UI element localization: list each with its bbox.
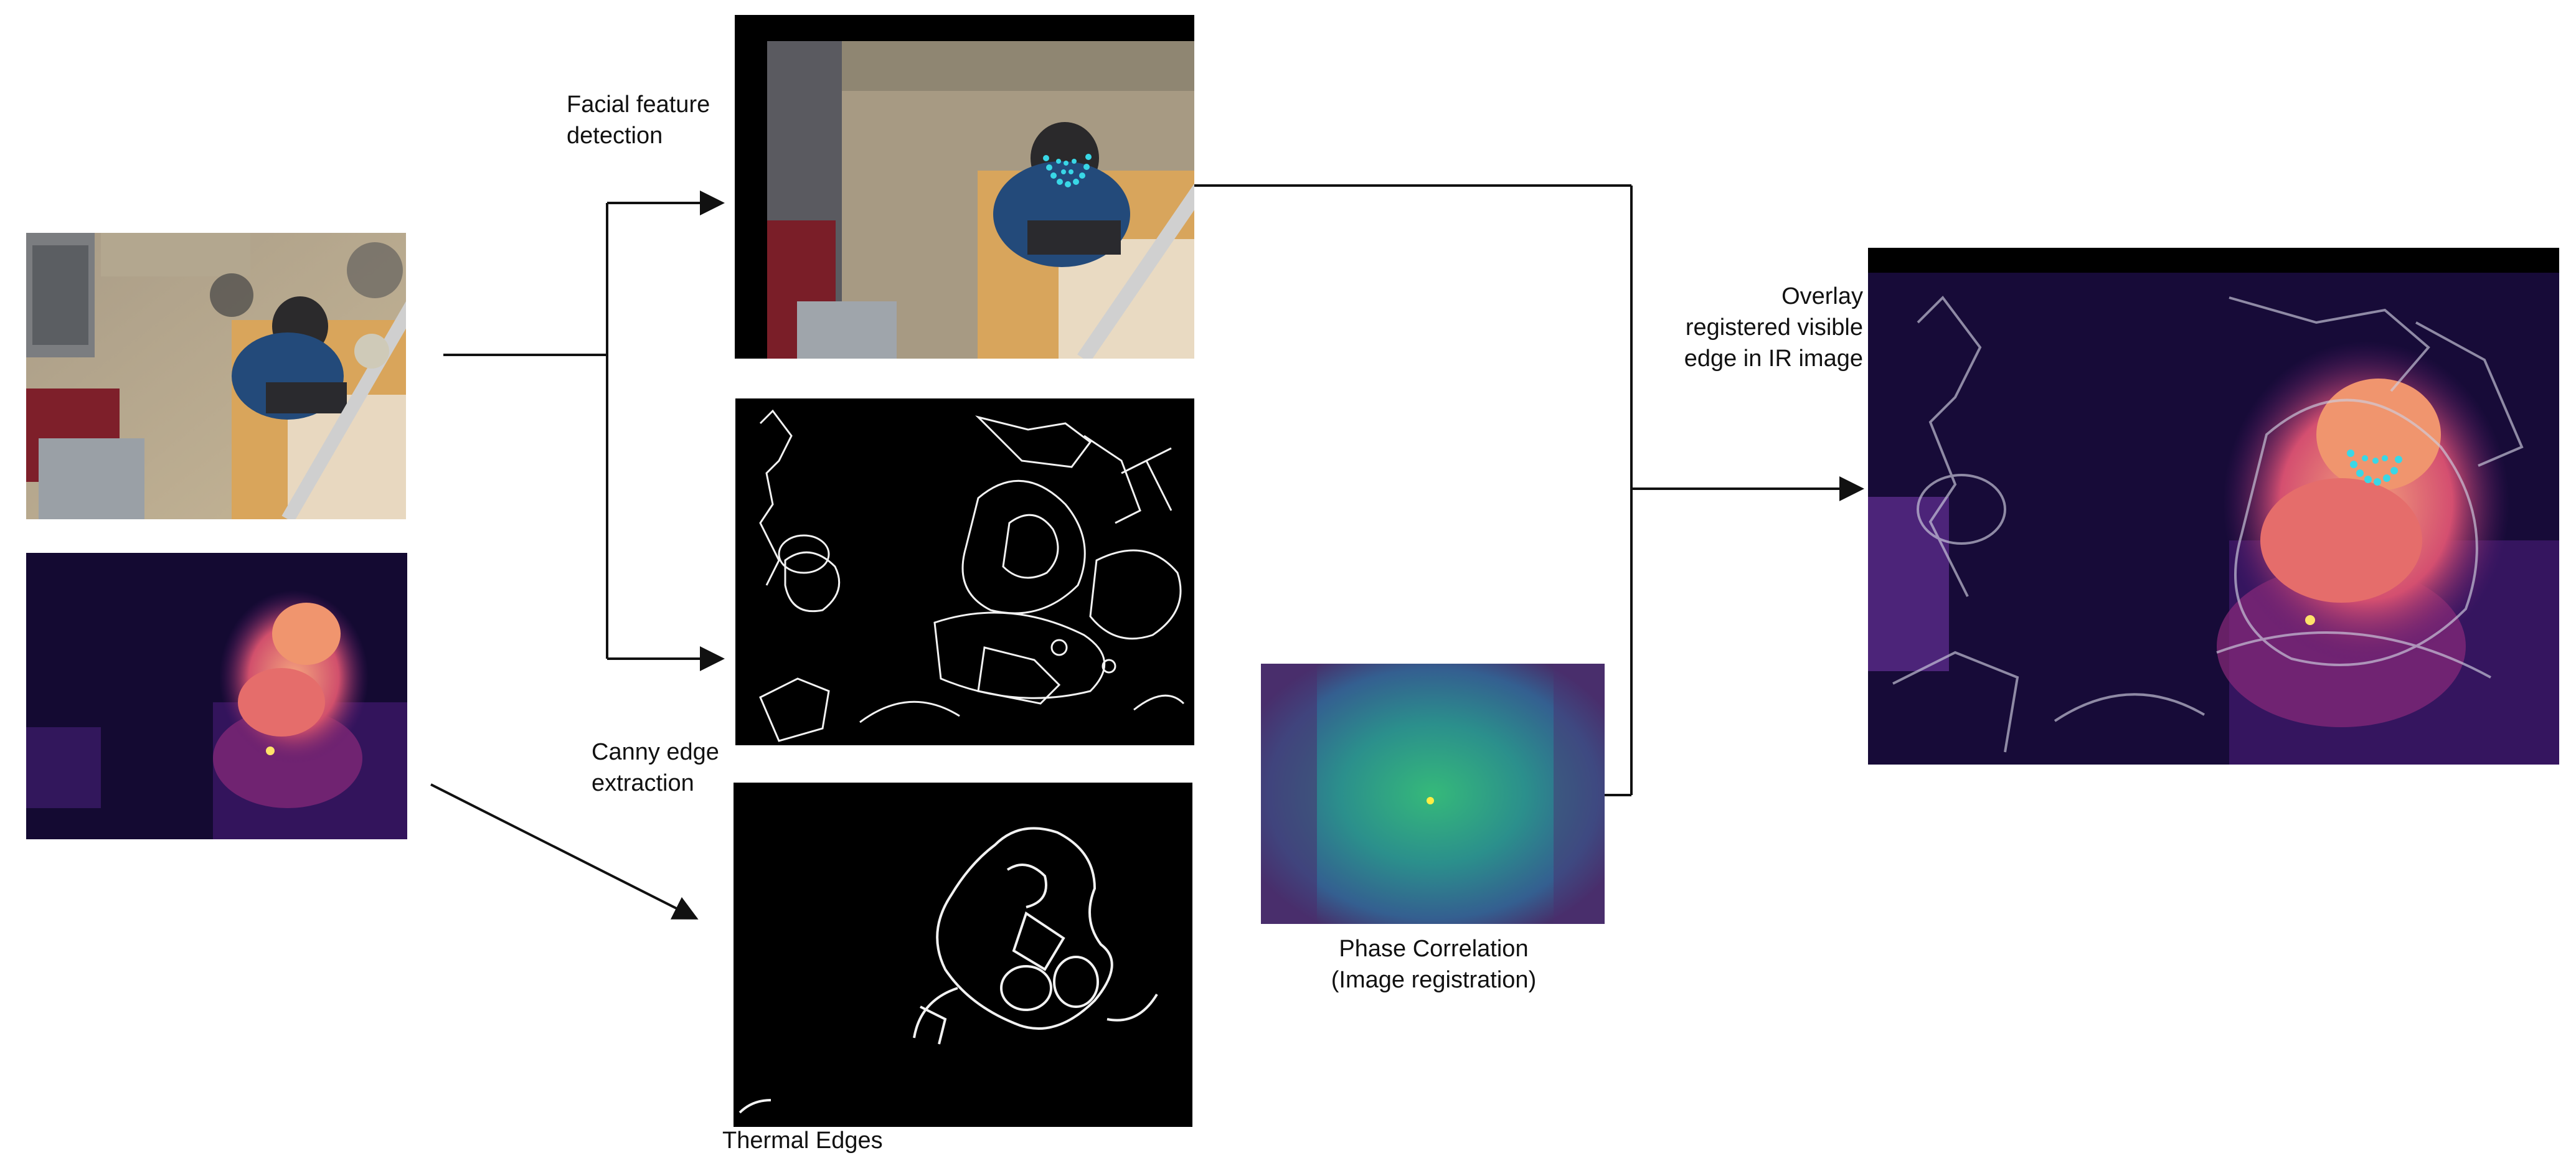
facial-landmarks [1043,154,1092,187]
overlay-label-line1: Overlay [1781,283,1863,309]
phase-correlation-image [1261,664,1605,924]
overlay-label-line3: edge in IR image [1684,346,1863,372]
overlay-result-image [1868,248,2559,765]
phase-correlation-label-line2: (Image registration) [1331,967,1537,993]
phase-correlation-label-line1: Phase Correlation [1339,936,1529,962]
canny-label-line1: Canny edge [592,739,719,765]
facial-detection-label-line2: detection [567,123,663,149]
facial-detection-label-line1: Facial feature [567,92,710,118]
thermal-edges-image [734,783,1192,1127]
visible-input-image [26,233,406,519]
visible-canny-edges-image [735,398,1194,745]
overlay-facial-landmarks [2347,450,2402,486]
canny-label-line2: extraction [592,770,694,796]
thermal-edges-label: Thermal Edges [722,1128,883,1154]
arrow-thermal-to-edges [430,783,699,920]
thermal-input-image [26,553,407,839]
facial-detection-image [735,15,1194,359]
overlay-label-line2: registered visible [1685,314,1863,341]
correlation-peak [1427,797,1434,804]
